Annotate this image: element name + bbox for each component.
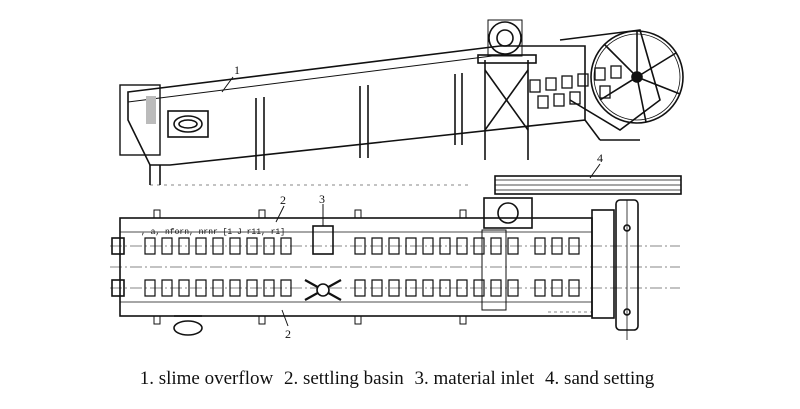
callout-4: 4	[597, 151, 603, 165]
caption-item-2: 2. settling basin	[283, 368, 404, 389]
drive-gear-icon	[488, 21, 522, 55]
callout-2-bottom: 2	[285, 327, 291, 341]
caption-item-1: 1. slime overflow	[139, 368, 274, 389]
side-view	[119, 19, 684, 186]
caption-item-4: 4. sand setting	[545, 368, 655, 389]
inclined-tank	[127, 45, 586, 166]
overflow-box	[119, 84, 161, 156]
inspection-port	[167, 110, 209, 138]
material-inlet	[304, 210, 342, 301]
spiral-blades-upper	[144, 237, 580, 255]
top-view	[110, 163, 682, 340]
bottom-discharge	[173, 320, 203, 336]
figure-caption: 1. slime overflow 2. settling basin 3. m…	[0, 368, 800, 390]
side-spiral	[529, 65, 622, 109]
callout-1-leader	[221, 76, 234, 93]
sand-conveyor	[494, 163, 682, 195]
caption-item-3: 3. material inlet	[414, 368, 535, 389]
callout-3: 3	[319, 192, 325, 206]
callout-2-bottom-leader	[281, 309, 289, 327]
frame-bolts	[153, 209, 467, 325]
drive-tower	[477, 19, 537, 160]
drive-unit	[591, 199, 639, 340]
drawing-plate-text: , a, nforn, nrnr [1 J r11, r1]	[141, 228, 285, 237]
callout-1: 1	[234, 63, 240, 77]
spiral-blades-lower	[144, 279, 580, 297]
lifting-wheel	[590, 30, 684, 124]
callout-2-top: 2	[280, 193, 286, 207]
callout-2-top-leader	[275, 205, 285, 223]
